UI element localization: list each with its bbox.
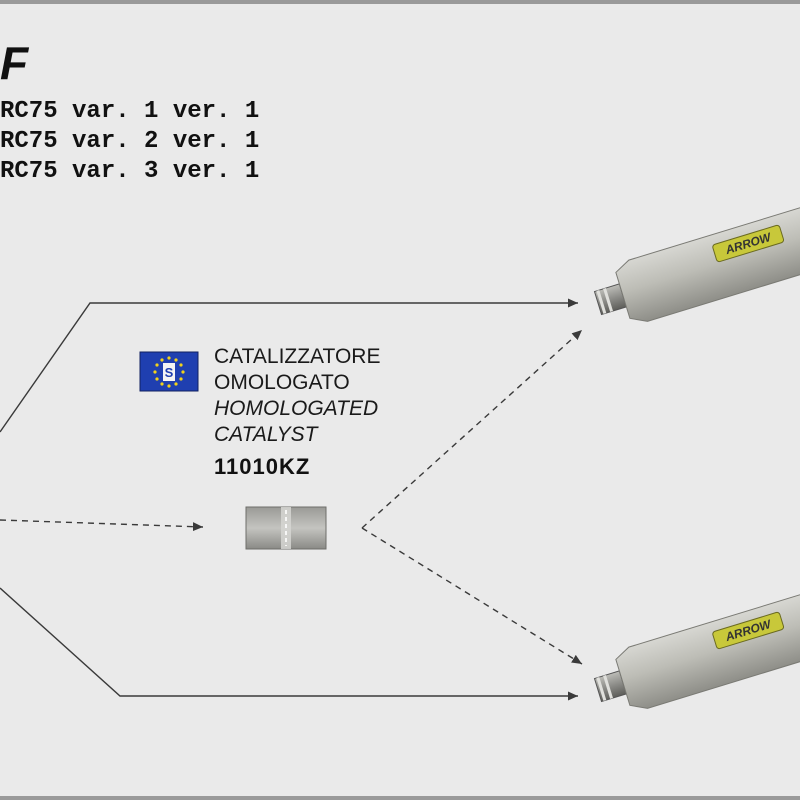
catalyst-code: 11010KZ — [214, 454, 311, 479]
catalyst-cylinder-icon — [245, 506, 327, 550]
connector-line-bottom — [0, 587, 578, 701]
bottom-border — [0, 796, 800, 800]
muffler-icon: ARROW — [593, 588, 800, 709]
muffler-icon: ARROW — [593, 201, 800, 322]
model-title-text: F — [0, 37, 31, 89]
catalyst-label-en-2: CATALYST — [214, 423, 318, 446]
svg-text:S: S — [165, 365, 174, 380]
eu-flag-icon: S — [139, 351, 199, 392]
dashed-connector-upper — [361, 329, 583, 529]
variant-line-2: RC75 var. 2 ver. 1 — [0, 128, 260, 155]
variant-line-3: RC75 var. 3 ver. 1 — [0, 158, 260, 185]
catalyst-label-en-1: HOMOLOGATED — [214, 397, 379, 420]
catalyst-label-it-1: CATALIZZATORE — [214, 345, 381, 368]
dashed-connector-catalyst — [0, 519, 204, 532]
connector-line-top — [0, 298, 578, 433]
top-border — [0, 0, 800, 4]
model-title: F — [0, 36, 30, 90]
variant-line-1: RC75 var. 1 ver. 1 — [0, 98, 260, 125]
catalyst-info: CATALIZZATORE OMOLOGATO HOMOLOGATED CATA… — [214, 344, 444, 480]
catalyst-label-it-2: OMOLOGATO — [214, 371, 350, 394]
dashed-connector-lower — [361, 527, 583, 665]
